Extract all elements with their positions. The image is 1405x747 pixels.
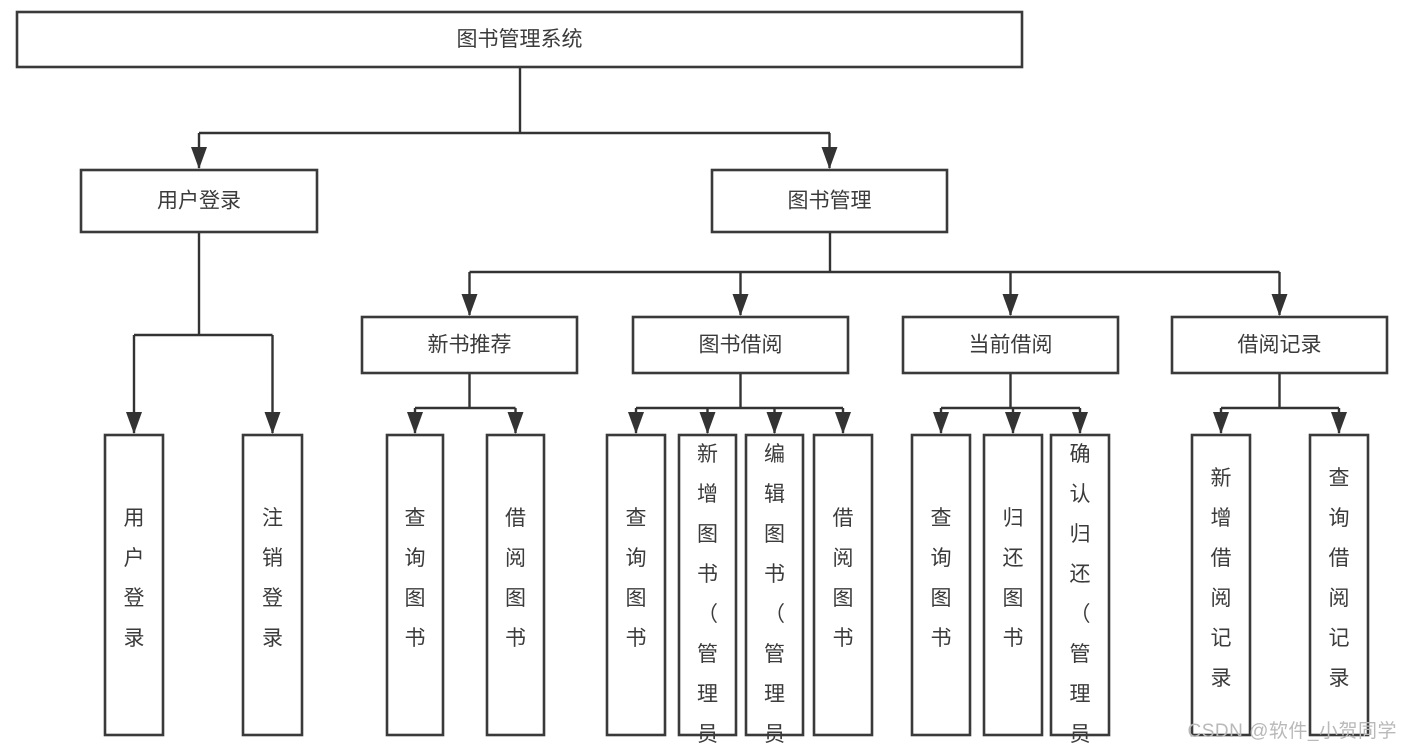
root-node-book-management-system[interactable]: 图书管理系统 <box>15 10 1024 69</box>
level2-node-book-manage-label: 图书管理 <box>788 190 872 213</box>
leaf-node-leaf-record-query-label: 查询借阅记录 <box>1329 467 1350 690</box>
arrow-down-icon <box>1002 294 1019 316</box>
leaf-node-leaf-record-query[interactable]: 查询借阅记录 <box>1308 433 1370 737</box>
leaf-node-leaf-user-login-box <box>103 433 165 737</box>
leaf-node-leaf-current-return-label: 归还图书 <box>1003 507 1024 650</box>
level3-node-current-borrow[interactable]: 当前借阅 <box>901 315 1120 375</box>
level3-node-borrow-record[interactable]: 借阅记录 <box>1170 315 1389 375</box>
leaf-node-leaf-borrow-edit-box <box>744 433 805 737</box>
leaf-node-leaf-record-add[interactable]: 新增借阅记录 <box>1190 433 1252 737</box>
root-node-book-management-system-box <box>15 10 1024 69</box>
leaf-node-leaf-borrow-borrow-box <box>812 433 874 737</box>
leaf-node-leaf-borrow-add[interactable]: 新增图书（管理员） <box>677 433 738 747</box>
leaf-node-leaf-current-confirm-label: 确认归还（管理员） <box>1070 443 1091 747</box>
leaf-node-leaf-user-login-label: 用户登录 <box>124 507 145 650</box>
level2-node-user-login[interactable]: 用户登录 <box>79 168 319 234</box>
arrow-down-icon <box>766 412 783 434</box>
leaf-node-leaf-recommend-query-box <box>385 433 445 737</box>
leaf-node-leaf-current-return[interactable]: 归还图书 <box>982 433 1044 737</box>
arrow-down-icon <box>461 294 478 316</box>
arrow-down-icon <box>732 294 749 316</box>
leaf-node-leaf-borrow-query-box <box>605 433 667 737</box>
arrow-down-icon <box>628 412 644 434</box>
arrow-down-icon <box>933 412 949 434</box>
arrow-down-icon <box>699 412 716 434</box>
leaf-node-leaf-record-query-box <box>1308 433 1370 737</box>
leaf-node-leaf-current-query-label: 查询图书 <box>931 507 952 650</box>
leaf-node-leaf-record-add-box <box>1190 433 1252 737</box>
leaf-node-leaf-user-login[interactable]: 用户登录 <box>103 433 165 737</box>
level3-node-borrow-record-label: 借阅记录 <box>1238 334 1322 357</box>
root-node-book-management-system-label: 图书管理系统 <box>457 28 583 51</box>
level3-node-new-book-recommend-label: 新书推荐 <box>428 334 512 357</box>
level3-node-current-borrow-label: 当前借阅 <box>969 334 1053 357</box>
arrow-down-icon <box>126 412 142 434</box>
node-layer: 图书管理系统用户登录图书管理新书推荐图书借阅当前借阅借阅记录用户登录注销登录查询… <box>15 10 1389 747</box>
level3-node-book-borrow-box <box>631 315 850 375</box>
arrow-down-icon <box>1072 412 1088 434</box>
leaf-node-leaf-recommend-query-label: 查询图书 <box>405 507 426 650</box>
leaf-node-leaf-recommend-query[interactable]: 查询图书 <box>385 433 445 737</box>
leaf-node-leaf-user-logout-label: 注销登录 <box>262 507 283 650</box>
connector-layer <box>126 67 1347 434</box>
arrow-down-icon <box>507 412 524 434</box>
arrow-down-icon <box>821 147 838 169</box>
leaf-node-leaf-borrow-add-box <box>677 433 738 737</box>
leaf-node-leaf-recommend-borrow-label: 借阅图书 <box>505 507 526 650</box>
arrow-down-icon <box>835 412 851 434</box>
level3-node-book-borrow[interactable]: 图书借阅 <box>631 315 850 375</box>
level3-node-borrow-record-box <box>1170 315 1389 375</box>
level2-node-user-login-label: 用户登录 <box>157 190 241 213</box>
leaf-node-leaf-borrow-edit-label: 编辑图书（管理员） <box>764 443 785 747</box>
leaf-node-leaf-borrow-query[interactable]: 查询图书 <box>605 433 667 737</box>
arrow-down-icon <box>191 147 207 169</box>
level3-node-new-book-recommend[interactable]: 新书推荐 <box>360 315 579 375</box>
leaf-node-leaf-user-logout[interactable]: 注销登录 <box>241 433 304 737</box>
leaf-node-leaf-borrow-edit[interactable]: 编辑图书（管理员） <box>744 433 805 747</box>
arrow-down-icon <box>1213 412 1229 434</box>
level2-node-book-manage[interactable]: 图书管理 <box>710 168 949 234</box>
level3-node-book-borrow-label: 图书借阅 <box>699 334 783 357</box>
watermark-label: CSDN @软件_小贺同学 <box>1187 721 1397 742</box>
leaf-node-leaf-recommend-borrow[interactable]: 借阅图书 <box>485 433 546 737</box>
leaf-node-leaf-current-confirm-box <box>1049 433 1111 737</box>
level3-node-current-borrow-box <box>901 315 1120 375</box>
arrow-down-icon <box>1005 412 1021 434</box>
leaf-node-leaf-borrow-add-label: 新增图书（管理员） <box>697 443 718 747</box>
arrow-down-icon <box>1331 412 1347 434</box>
leaf-node-leaf-current-return-box <box>982 433 1044 737</box>
level2-node-book-manage-box <box>710 168 949 234</box>
arrow-down-icon <box>407 412 423 434</box>
leaf-node-leaf-borrow-borrow[interactable]: 借阅图书 <box>812 433 874 737</box>
arrow-down-icon <box>264 412 281 434</box>
leaf-node-leaf-record-add-label: 新增借阅记录 <box>1211 467 1232 690</box>
leaf-node-leaf-user-logout-box <box>241 433 304 737</box>
arrow-down-icon <box>1271 294 1288 316</box>
leaf-node-leaf-borrow-query-label: 查询图书 <box>626 507 647 650</box>
level3-node-new-book-recommend-box <box>360 315 579 375</box>
leaf-node-leaf-current-query-box <box>910 433 972 737</box>
leaf-node-leaf-recommend-borrow-box <box>485 433 546 737</box>
level2-node-user-login-box <box>79 168 319 234</box>
leaf-node-leaf-current-confirm[interactable]: 确认归还（管理员） <box>1049 433 1111 747</box>
leaf-node-leaf-current-query[interactable]: 查询图书 <box>910 433 972 737</box>
leaf-node-leaf-borrow-borrow-label: 借阅图书 <box>833 507 854 650</box>
